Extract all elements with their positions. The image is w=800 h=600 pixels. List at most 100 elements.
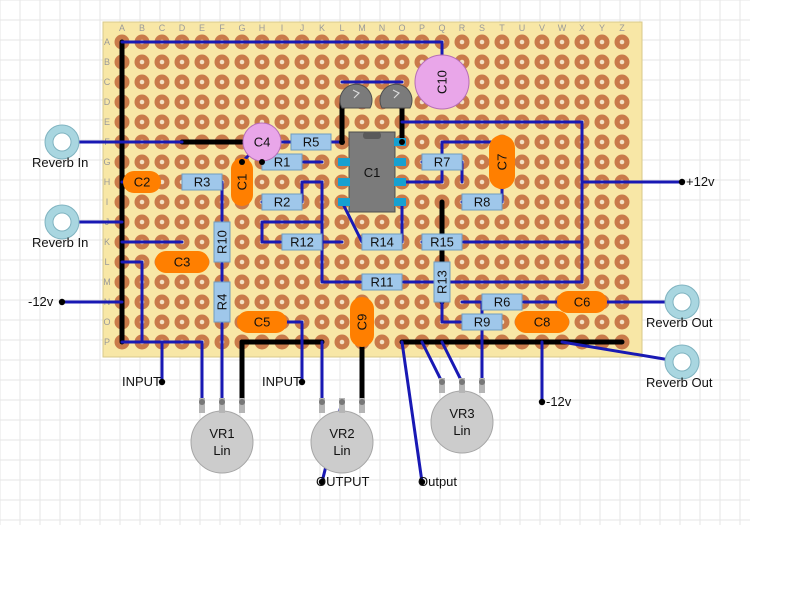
column-label-z: Z [619,23,625,33]
pad-hole [299,279,305,285]
pad-hole [559,79,565,85]
column-label-k: K [319,23,325,33]
potentiometer-type: Lin [453,423,470,438]
column-label-d: D [179,23,186,33]
resistor-label: R6 [494,295,511,310]
column-label-i: I [281,23,284,33]
pad-hole [199,159,205,165]
capacitor-c9 [350,297,374,347]
resistor-label: R4 [215,294,230,311]
resistor-label: R15 [430,235,454,250]
pad-hole [459,39,465,45]
potentiometer-pin-hole [459,379,465,385]
pad-hole [619,79,625,85]
column-label-w: W [558,23,567,33]
pad-hole [199,219,205,225]
pad-hole [599,59,605,65]
pad-hole [199,319,205,325]
pad-hole [619,259,625,265]
resistor-r12 [281,233,323,251]
row-label-g: G [103,157,110,167]
transistor-marking [392,89,401,99]
pad-hole [559,139,565,145]
capacitor-label: C1 [235,174,250,191]
pad-hole [619,99,625,105]
pad-hole [379,319,385,325]
pad-hole [559,219,565,225]
pad-hole [159,119,165,125]
electrolytic-capacitor-c10 [414,54,470,110]
pad-hole [479,39,485,45]
pad-hole [159,99,165,105]
pad-hole [139,99,145,105]
pad-hole [419,299,425,305]
pad-hole [159,59,165,65]
potentiometer-vr1 [190,410,254,474]
resistor-r11 [361,273,403,291]
pad-hole [499,59,505,65]
pad-hole [279,259,285,265]
pad-hole [479,59,485,65]
potentiometer-pin-hole [339,399,345,405]
pad-hole [419,139,425,145]
capacitor-c6 [557,291,607,313]
pad-hole [619,219,625,225]
pad-hole [339,59,345,65]
jack-hole [52,132,72,152]
pad-hole [199,99,205,105]
pad-hole [199,79,205,85]
potentiometer-pin [239,398,245,413]
resistor-label: R8 [474,195,491,210]
pad-hole [319,79,325,85]
pad-hole [259,279,265,285]
pad-hole [539,199,545,205]
pad-hole [559,59,565,65]
column-label-l: L [339,23,344,33]
resistor-label: R5 [303,135,320,150]
resistor-r6 [481,293,523,311]
resistor-r2 [261,193,303,211]
pad-hole [579,59,585,65]
column-label-j: J [300,23,305,33]
ic-notch [363,132,381,139]
pad-hole [239,79,245,85]
row-label-k: K [104,237,110,247]
terminal-label: -12v [546,394,572,409]
jack-label: Reverb Out [646,315,713,330]
pad-hole [299,259,305,265]
terminal-dot [58,298,66,306]
jack-label: Reverb Out [646,375,713,390]
component-pin [399,139,405,145]
pad-hole [379,59,385,65]
pad-hole [239,259,245,265]
pad-hole [279,119,285,125]
pad-hole [279,59,285,65]
pad-hole [179,79,185,85]
pad-hole [499,219,505,225]
capacitor-label: C10 [435,70,450,94]
resistor-label: R1 [274,155,291,170]
pad-hole [199,239,205,245]
row-label-a: A [104,37,110,47]
pad-hole [579,319,585,325]
transistor-marking [352,89,361,99]
terminal-label: INPUT [122,374,161,389]
capacitor-c2 [123,171,161,193]
row-label-b: B [104,57,110,67]
potentiometer-pin-hole [439,379,445,385]
row-label-l: L [104,257,109,267]
pad-hole [259,299,265,305]
resistor-label: R11 [371,275,394,290]
pad-hole [139,199,145,205]
jack-hole [52,212,72,232]
pad-hole [339,319,345,325]
pad-hole [599,159,605,165]
jack-label: Reverb In [32,235,88,250]
resistor-r9 [461,313,503,331]
pad-hole [279,79,285,85]
capacitor-label: C2 [134,175,151,190]
pad-hole [519,199,525,205]
terminal-dot [318,478,326,486]
pad-hole [479,159,485,165]
capacitor-label: C4 [254,135,271,150]
